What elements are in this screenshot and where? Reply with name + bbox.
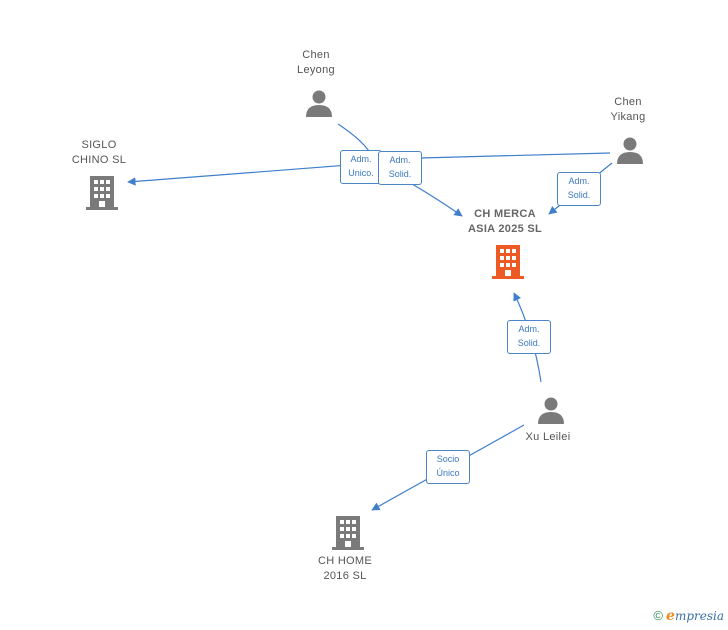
edge-badge-line: Unico. — [348, 168, 374, 178]
node-label-chen-leyong[interactable]: Chen Leyong — [276, 48, 356, 78]
edge-badge-leyong-siglo[interactable]: Adm. Unico. — [340, 150, 382, 184]
node-label-line: Yikang — [610, 111, 646, 123]
node-label-line: Chen — [614, 96, 642, 108]
building-icon[interactable] — [492, 243, 524, 279]
person-icon[interactable] — [615, 135, 645, 165]
node-label-line: Chen — [302, 49, 330, 61]
edge-badge-xu-merca[interactable]: Adm. Solid. — [507, 320, 551, 354]
brand-footer: ©empresia — [653, 608, 724, 624]
person-icon[interactable] — [304, 88, 334, 118]
edge-badge-line: Solid. — [517, 338, 541, 348]
edge-badge-line: Solid. — [567, 190, 591, 200]
brand-logo[interactable]: empresia — [666, 608, 724, 624]
building-icon[interactable] — [332, 514, 364, 550]
node-label-chen-yikang[interactable]: Chen Yikang — [588, 95, 668, 125]
edge-leyong-siglo — [127, 123, 376, 186]
node-label-line: ASIA 2025 SL — [467, 223, 543, 235]
node-label-line: CHINO SL — [71, 154, 127, 166]
node-label-xu-leilei[interactable]: Xu Leilei — [508, 430, 588, 445]
brand-initial: e — [666, 608, 675, 624]
edge-badge-line: Adm. — [350, 154, 372, 164]
copyright-symbol: © — [653, 608, 664, 623]
node-label-line: Leyong — [297, 64, 335, 76]
node-label-siglo-chino[interactable]: SIGLO CHINO SL — [54, 138, 144, 168]
node-label-line: CH MERCA — [474, 208, 536, 220]
node-label-ch-merca[interactable]: CH MERCA ASIA 2025 SL — [445, 207, 565, 237]
edge-badge-line: Adm. — [568, 176, 590, 186]
node-label-line: Xu Leilei — [525, 431, 571, 443]
edge-badge-yikang-merca[interactable]: Adm. Solid. — [557, 172, 601, 206]
edge-badge-line: Adm. — [389, 155, 411, 165]
building-icon[interactable] — [86, 174, 118, 210]
edge-badge-line: Socio — [436, 454, 460, 464]
person-icon[interactable] — [536, 395, 566, 425]
edge-badge-xu-home[interactable]: Socio Único — [426, 450, 470, 484]
edge-badge-leyong-merca[interactable]: Adm. Solid. — [378, 151, 422, 185]
node-label-ch-home[interactable]: CH HOME 2016 SL — [300, 554, 390, 584]
brand-name: mpresia — [674, 609, 724, 623]
edge-badge-line: Único — [436, 468, 460, 478]
edge-yikang-siglo — [419, 152, 611, 159]
node-label-line: 2016 SL — [323, 570, 367, 582]
node-label-line: SIGLO — [81, 139, 117, 151]
node-label-line: CH HOME — [317, 555, 373, 567]
edge-badge-line: Solid. — [388, 169, 412, 179]
edge-badge-line: Adm. — [518, 324, 540, 334]
